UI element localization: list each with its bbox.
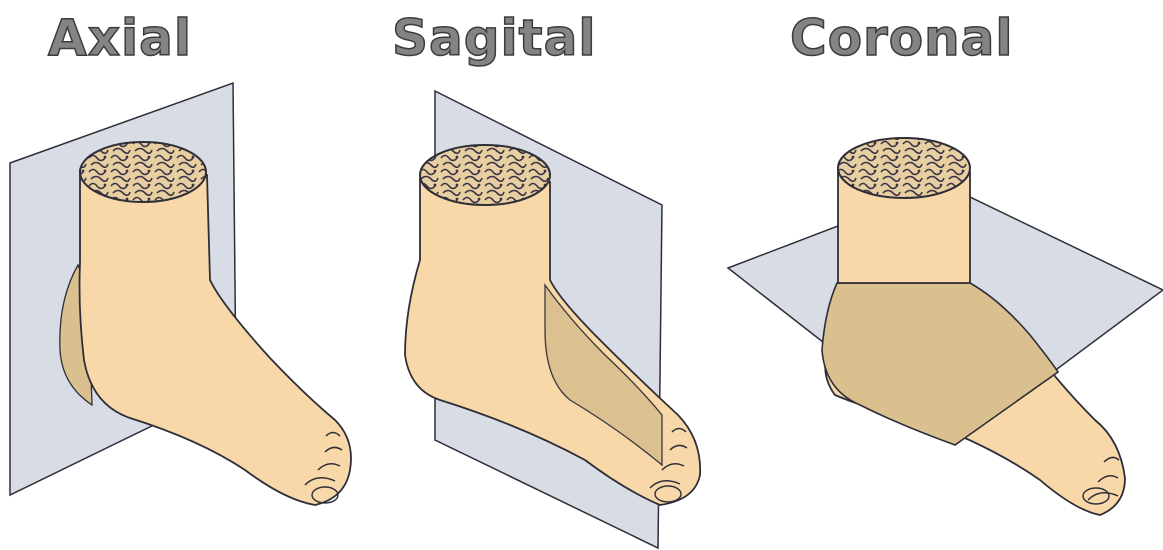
axial-leg-cross-section	[80, 142, 206, 202]
sagital-diagram	[405, 91, 700, 548]
coronal-leg-cross-section	[838, 138, 970, 198]
axial-diagram	[10, 83, 351, 505]
sagital-leg-cross-section	[420, 145, 550, 205]
coronal-diagram	[728, 138, 1163, 515]
